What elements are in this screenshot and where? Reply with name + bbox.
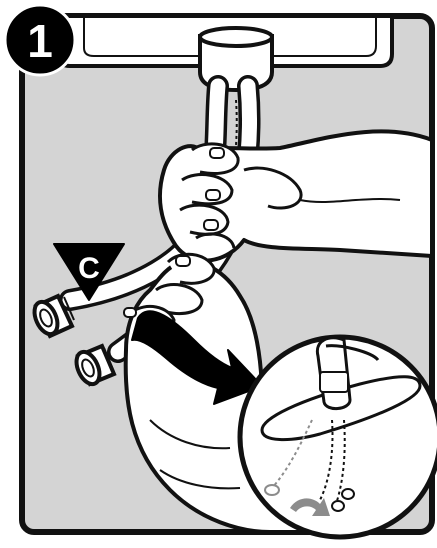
circular-detail-inset [240,337,437,537]
upper-hand [160,131,432,260]
step-number-label: 1 [27,15,53,67]
callout-letter: C [78,252,100,285]
step-number-badge: 1 [5,5,75,75]
